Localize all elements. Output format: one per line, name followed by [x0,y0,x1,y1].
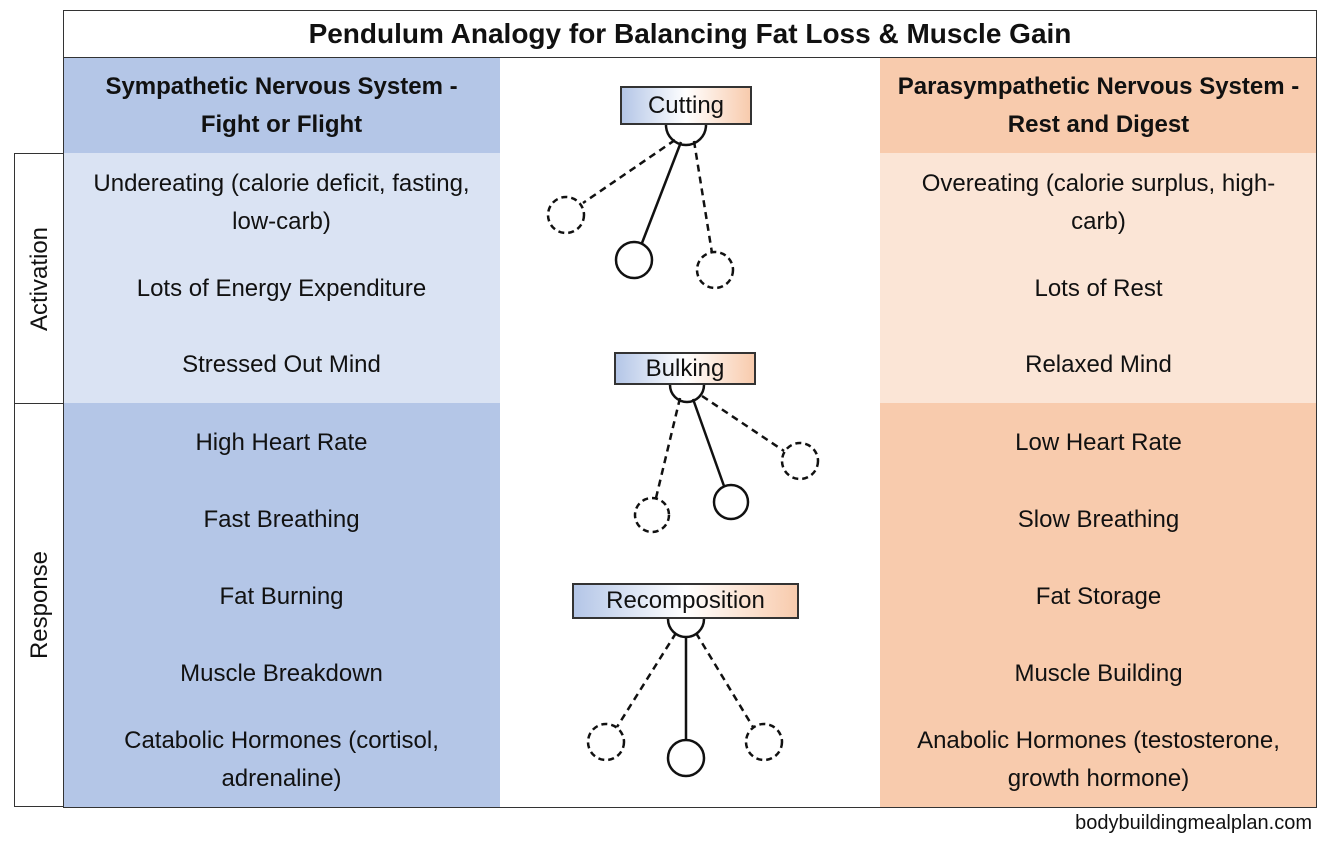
cell-text: Catabolic Hormones (cortisol, [124,727,439,754]
cell-text: low-carb) [232,208,331,235]
recomposition-label: Recomposition [572,583,799,619]
pendulum-rod-dashed [615,632,678,728]
activation-cell: Stressed Out Mind [182,351,381,378]
cell-text: Overeating (calorie surplus, high- [921,170,1276,197]
pivot-arc [666,618,706,639]
pivot-arc [664,124,708,147]
sympathetic-header-line1: Sympathetic Nervous System - [105,73,458,101]
sympathetic-activation-panel: Undereating (calorie deficit, fasting, l… [63,153,500,403]
response-cell: Slow Breathing [1017,506,1180,533]
sympathetic-response-panel: High Heart Rate Fast Breathing Fat Burni… [63,403,500,807]
bulking-pendulum [633,384,820,534]
pendulum-bob-dashed [546,195,586,235]
parasympathetic-header-line2: Rest and Digest [1007,110,1190,138]
parasympathetic-activation-panel: Overeating (calorie surplus, high- carb)… [880,153,1317,403]
pendulum-bob-dashed [633,496,671,534]
cell-text: Undereating (calorie deficit, fasting, [93,170,470,197]
parasympathetic-response-panel: Low Heart Rate Slow Breathing Fat Storag… [880,403,1317,807]
response-cell: Anabolic Hormones (testosterone, growth … [880,722,1317,798]
cell-text: adrenaline) [221,765,342,792]
sympathetic-header-line2: Fight or Flight [200,110,363,138]
pendulum-rod-dashed [582,138,676,205]
pendulum-bob-dashed [780,441,820,481]
sympathetic-header: Sympathetic Nervous System - Fight or Fl… [63,58,500,153]
activation-cell: Relaxed Mind [1025,351,1172,378]
bulking-label: Bulking [614,352,756,385]
activation-cell: Lots of Energy Expenditure [136,275,427,302]
pendulum-bob-dashed [695,250,735,290]
pendulum-rod-dashed [701,394,785,453]
recomposition-pendulum [586,618,784,778]
diagram-title: Pendulum Analogy for Balancing Fat Loss … [63,10,1317,58]
pendulum-bob [712,483,750,521]
parasympathetic-header: Parasympathetic Nervous System - Rest an… [880,58,1317,153]
activation-cell: Lots of Rest [1034,275,1163,302]
response-cell: Low Heart Rate [1015,429,1182,456]
response-cell: Muscle Breakdown [180,660,383,687]
response-cell: Fat Burning [219,583,344,610]
pivot-arc [668,384,706,404]
response-cell: High Heart Rate [195,429,368,456]
activation-cell: Overeating (calorie surplus, high- carb) [880,165,1317,241]
source-watermark: bodybuildingmealplan.com [1075,812,1312,834]
pendulum-bob-dashed [744,722,784,762]
parasympathetic-header-line1: Parasympathetic Nervous System - [897,73,1300,101]
table-frame [63,10,1317,808]
pendulum-rod [640,141,683,244]
response-cell: Fast Breathing [203,506,360,533]
cell-text: carb) [1071,208,1126,235]
cell-text: Anabolic Hormones (testosterone, [917,727,1280,754]
pendulum-bob [614,240,654,280]
cutting-pendulum [546,124,735,290]
response-cell: Fat Storage [1035,583,1162,610]
cutting-label: Cutting [620,86,752,125]
pendulum-rod-dashed [692,140,714,254]
response-side-label: Response [14,403,64,807]
pendulum-bob-dashed [586,722,626,762]
pendulum-rod [691,398,726,487]
pendulum-bob [666,738,706,778]
pendulum-rod-dashed [654,397,682,499]
activation-cell: Undereating (calorie deficit, fasting, l… [63,165,500,241]
response-cell: Catabolic Hormones (cortisol, adrenaline… [63,722,500,798]
cell-text: growth hormone) [1007,765,1190,792]
pendulum-rod-dashed [694,632,755,728]
response-cell: Muscle Building [1014,660,1183,687]
